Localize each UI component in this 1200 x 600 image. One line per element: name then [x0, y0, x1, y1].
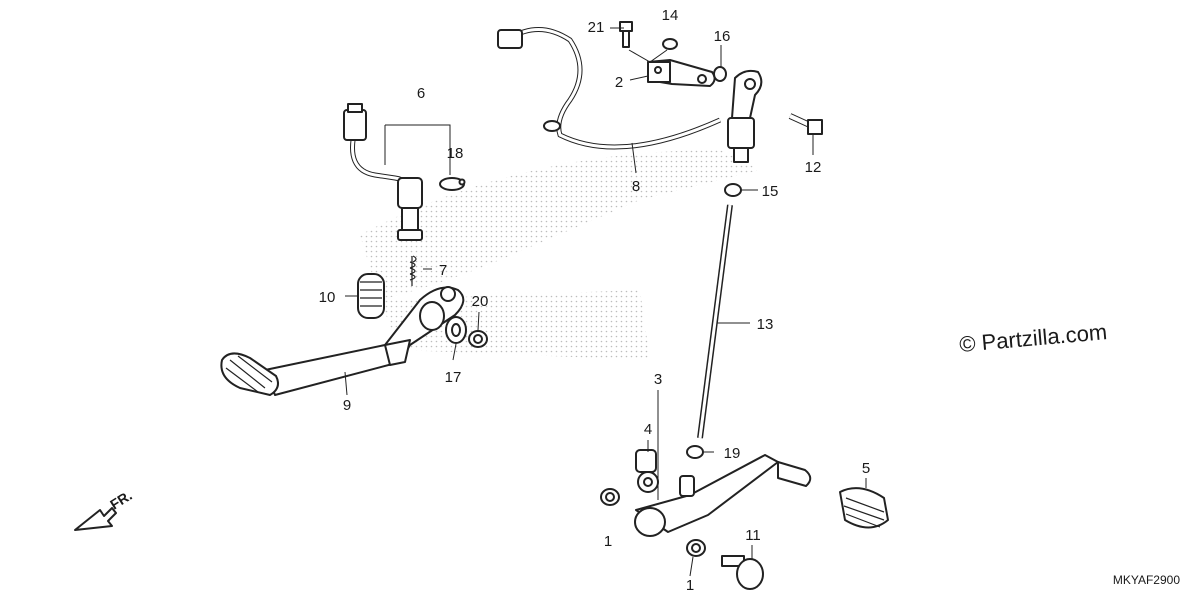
callout-16: 16	[714, 28, 731, 45]
part-20-circlip[interactable]	[468, 330, 488, 348]
diagram-code: MKYAF2900	[1113, 573, 1180, 587]
callout-11: 11	[745, 527, 761, 544]
part-11-pivot-bolt[interactable]	[721, 555, 764, 590]
callout-13: 13	[757, 316, 774, 333]
part-5-rubber[interactable]	[839, 487, 889, 529]
watermark: © Partzilla.com	[958, 319, 1108, 357]
callout-10: 10	[319, 289, 336, 306]
callout-labels: 1 1 2 3 4 5 6 7 8 9 10 11 12 13 14 15 16…	[319, 7, 871, 594]
stop-switch[interactable]	[727, 69, 763, 163]
part-1-washer-b[interactable]	[686, 539, 706, 557]
part-2-bracket[interactable]	[647, 59, 716, 87]
part-4-joint[interactable]	[635, 449, 659, 493]
callout-1-a: 1	[604, 533, 612, 550]
callout-19: 19	[724, 445, 741, 462]
callout-12: 12	[805, 159, 822, 176]
callout-6: 6	[417, 85, 425, 102]
callout-15: 15	[762, 183, 779, 200]
part-9-brake-pedal[interactable]	[220, 286, 465, 396]
callout-3: 3	[654, 371, 662, 388]
callout-5: 5	[862, 460, 870, 477]
part-7-spring[interactable]	[409, 255, 417, 286]
callout-21: 21	[588, 19, 605, 36]
part-6-sensor[interactable]	[343, 103, 423, 241]
callout-9: 9	[343, 397, 351, 414]
callout-8: 8	[632, 178, 640, 195]
part-8-harness[interactable]	[497, 27, 722, 150]
part-14-washer[interactable]	[662, 38, 678, 50]
callout-2: 2	[615, 74, 623, 91]
callout-20: 20	[472, 293, 489, 310]
part-12-bolt[interactable]	[788, 113, 823, 135]
callout-18: 18	[447, 145, 464, 162]
callout-4: 4	[644, 421, 652, 438]
leader-lines	[344, 27, 867, 577]
callout-17: 17	[445, 369, 462, 386]
part-21-bolt[interactable]	[619, 21, 633, 48]
part-19-nut[interactable]	[686, 445, 704, 459]
part-1-washer-a[interactable]	[600, 488, 620, 506]
part-18-clip[interactable]	[439, 177, 466, 191]
part-16-washer[interactable]	[713, 66, 727, 82]
front-arrow-icon	[74, 507, 117, 531]
part-13-rod[interactable]	[697, 204, 733, 439]
callout-7: 7	[439, 262, 447, 279]
callout-1-b: 1	[686, 577, 694, 594]
part-10-return-spring[interactable]	[357, 273, 385, 319]
part-3-shift-lever[interactable]	[634, 454, 812, 537]
part-17-washer[interactable]	[445, 316, 467, 344]
part-15-nut[interactable]	[724, 183, 742, 197]
callout-14: 14	[662, 7, 679, 24]
